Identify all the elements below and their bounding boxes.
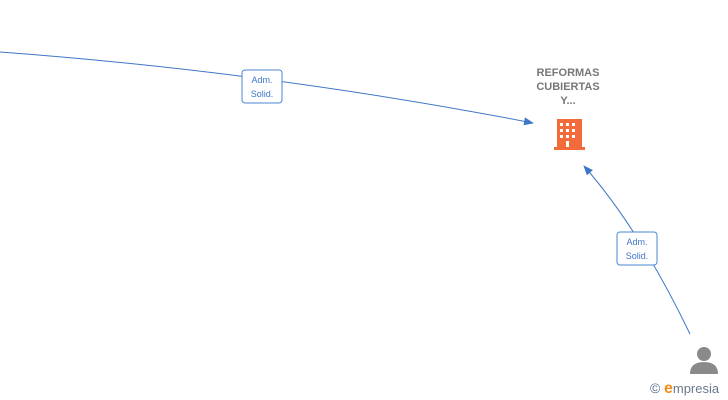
copyright-icon: © (650, 380, 661, 396)
company-name-line: REFORMAS (536, 67, 600, 79)
person-icon[interactable] (690, 347, 718, 374)
watermark: © empresia (650, 380, 719, 398)
edge-label-line: Solid. (251, 89, 274, 99)
brand-logo-e: e (663, 380, 673, 397)
brand-name: mpresia (672, 381, 720, 396)
company-name-line: CUBIERTAS (536, 81, 600, 93)
company-name-line: Y... (560, 95, 576, 107)
edge-label[interactable]: Adm. Solid. (616, 231, 658, 266)
edge-label-line: Adm. (251, 75, 272, 85)
building-icon[interactable] (554, 119, 585, 150)
edge-label[interactable]: Adm. Solid. (241, 69, 283, 104)
edge-label-line: Solid. (626, 251, 649, 261)
company-name[interactable]: REFORMAS CUBIERTAS Y... (522, 66, 614, 108)
edge-label-line: Adm. (626, 237, 647, 247)
